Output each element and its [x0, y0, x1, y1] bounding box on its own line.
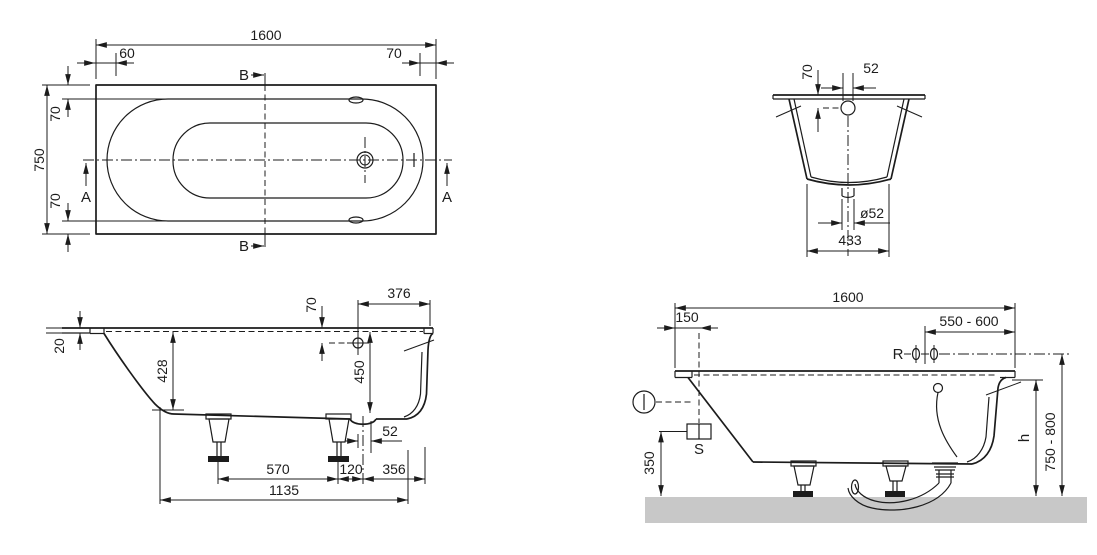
tap-connections: R — [893, 326, 1069, 364]
tangent-tick-install — [985, 381, 1022, 396]
svg-text:433: 433 — [838, 232, 862, 248]
overflow-symbol — [840, 73, 856, 116]
section-dim-433: 433 — [806, 184, 890, 257]
section-a-label-left: A — [81, 189, 91, 206]
svg-text:550 - 600: 550 - 600 — [939, 313, 998, 329]
installation-view: S 350 1600 150 R — [632, 289, 1087, 523]
side-dim-52: 52 — [345, 421, 402, 453]
plan-dim-60: 60 — [77, 45, 135, 76]
overflow-symbol-side — [329, 331, 369, 355]
svg-text:52: 52 — [382, 423, 398, 439]
grip-hole-top — [348, 96, 364, 104]
section-b-label-bottom: B — [239, 238, 249, 255]
plan-dim-1600: 1600 — [95, 27, 437, 79]
svg-text:1135: 1135 — [269, 482, 299, 498]
waste-and-trap — [847, 462, 958, 511]
plan-dim-70-bottom: 70 — [47, 193, 170, 252]
plan-dim-70-top: 70 — [47, 66, 170, 122]
svg-text:150: 150 — [675, 309, 699, 325]
side-view: 70 376 450 20 428 52 — [46, 285, 435, 504]
svg-text:1600: 1600 — [832, 289, 863, 305]
pipe-flange — [850, 479, 860, 495]
tangent-tick-front — [403, 339, 435, 352]
grip-hole-bottom — [348, 216, 364, 224]
floor — [645, 497, 1087, 523]
svg-text:h: h — [1016, 434, 1033, 442]
section-a-line: A A — [81, 163, 452, 206]
side-dim-376: 376 — [357, 285, 431, 331]
install-dim-550-600: 550 - 600 — [925, 313, 1015, 335]
svg-text:376: 376 — [387, 285, 411, 301]
overflow-cable — [932, 382, 958, 458]
side-dim-70: 70 — [303, 297, 325, 361]
install-dim-h: h — [1012, 379, 1043, 496]
section-b-label-top: B — [239, 67, 249, 84]
install-dim-350: 350 — [641, 431, 687, 496]
svg-text:70: 70 — [386, 45, 402, 61]
side-dim-1135: 1135 — [159, 407, 409, 504]
section-dim-70: 70 — [799, 64, 842, 132]
plan-dim-750: 750 — [31, 84, 90, 235]
side-dim-450: 450 — [351, 332, 373, 413]
svg-text:20: 20 — [51, 338, 67, 354]
svg-text:570: 570 — [266, 461, 290, 477]
install-dim-150: 150 — [657, 309, 718, 331]
section-dim-drain: ø52 — [818, 199, 890, 230]
switch-box: S — [686, 333, 712, 458]
cross-section-view: 52 70 ø52 433 — [772, 60, 926, 257]
side-foot-rear — [205, 413, 232, 462]
svg-text:750 - 800: 750 - 800 — [1042, 412, 1058, 471]
plan-view: B B A A 1600 60 70 — [31, 27, 454, 255]
side-dim-428: 428 — [152, 332, 184, 411]
svg-text:350: 350 — [641, 451, 657, 475]
svg-text:356: 356 — [382, 461, 406, 477]
svg-text:1600: 1600 — [250, 27, 281, 43]
svg-text:60: 60 — [119, 45, 135, 61]
electrical-connection-symbol — [632, 390, 693, 414]
svg-text:70: 70 — [47, 193, 63, 209]
switch-label: S — [694, 441, 704, 458]
install-foot-rear — [790, 460, 817, 497]
side-foot-front — [325, 413, 352, 462]
tap-label: R — [893, 346, 904, 363]
svg-text:52: 52 — [863, 60, 879, 76]
install-dim-750-800: 750 - 800 — [1042, 354, 1065, 496]
tub-side-outline — [62, 327, 435, 426]
section-a-label-right: A — [442, 189, 452, 206]
install-dim-1600: 1600 — [674, 289, 1016, 368]
tangent-tick-right — [896, 105, 923, 118]
svg-text:428: 428 — [154, 359, 170, 383]
svg-text:750: 750 — [31, 148, 47, 172]
trap-pipe-lower — [847, 482, 952, 511]
side-dim-row: 570 120 356 — [217, 447, 426, 484]
section-dim-52: 52 — [821, 60, 879, 91]
svg-text:70: 70 — [47, 106, 63, 122]
side-dim-20: 20 — [46, 311, 83, 354]
plan-dim-70-right: 70 — [386, 45, 454, 76]
svg-text:450: 450 — [351, 360, 367, 384]
install-foot-front — [882, 460, 909, 497]
tub-install-outline — [674, 370, 1022, 465]
section-b-line: B B — [239, 67, 266, 255]
drain-recess — [841, 188, 855, 199]
svg-text:ø52: ø52 — [860, 205, 884, 221]
tub-section-outline — [772, 94, 926, 186]
svg-text:120: 120 — [339, 461, 363, 477]
svg-text:70: 70 — [303, 297, 319, 313]
tangent-tick-left — [775, 105, 802, 118]
svg-text:70: 70 — [799, 64, 815, 80]
